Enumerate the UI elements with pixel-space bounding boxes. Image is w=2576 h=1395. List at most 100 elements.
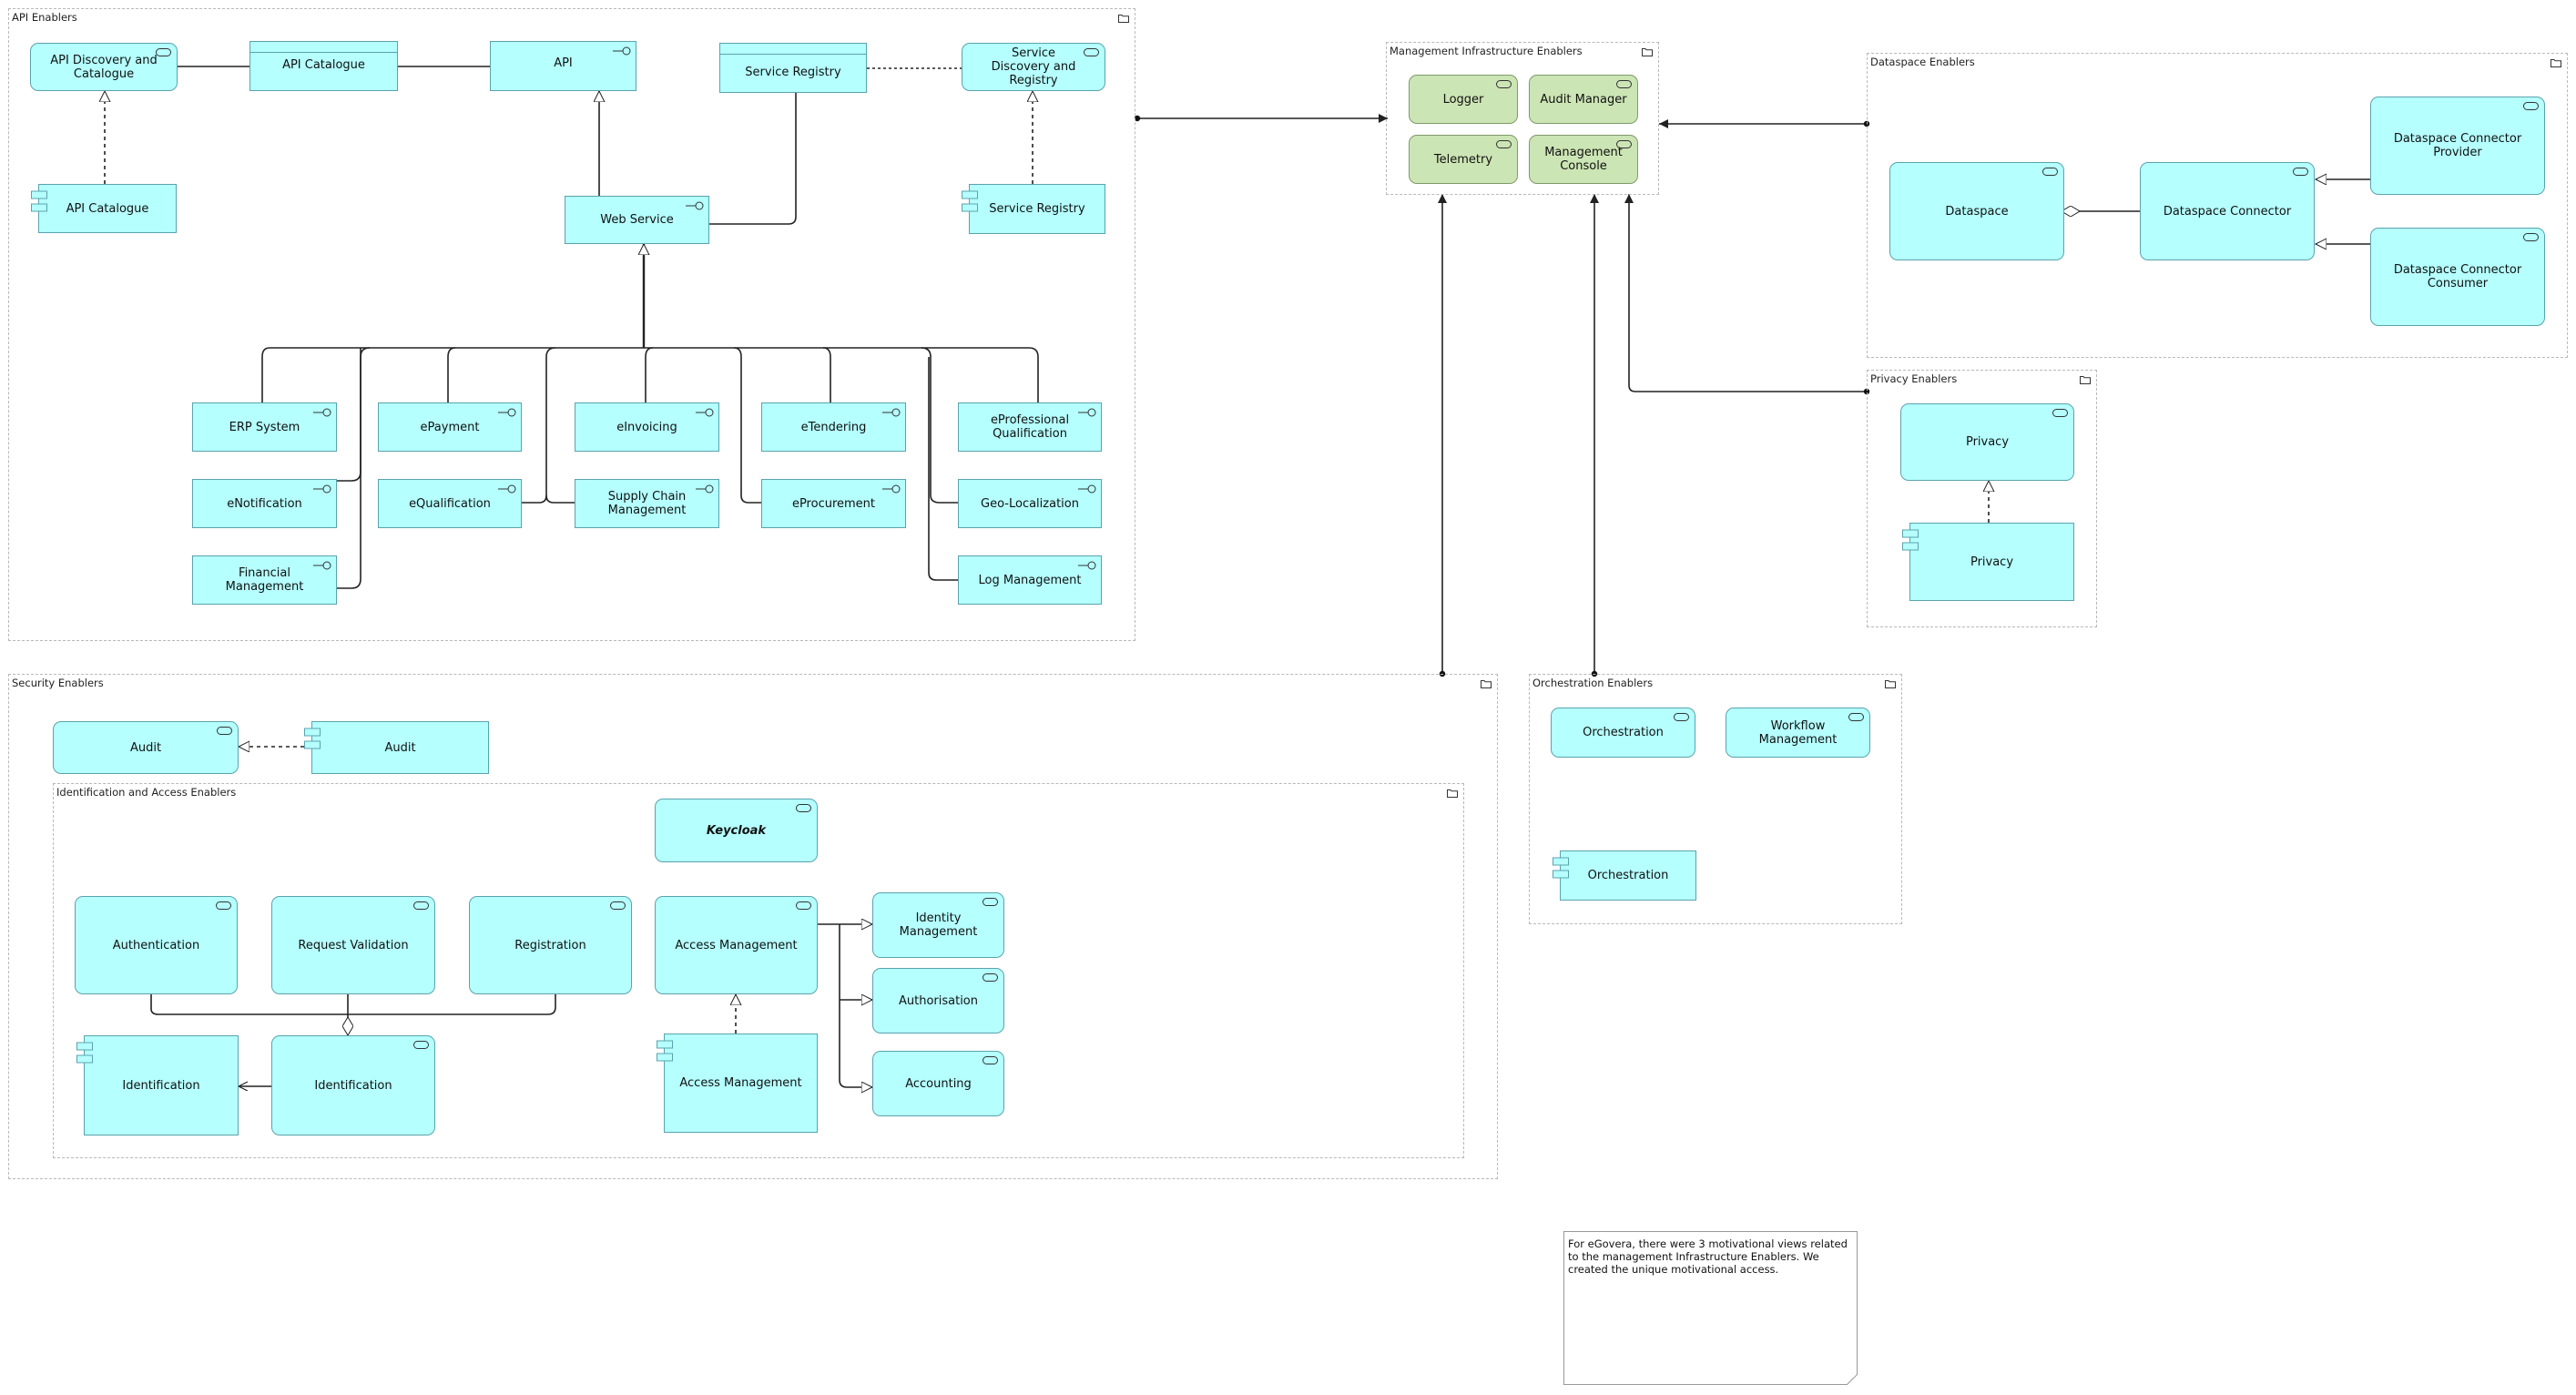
node-dataspace-connector-provider[interactable]: Dataspace Connector Provider (2370, 97, 2545, 195)
interface-icon (313, 561, 331, 570)
node-log-management[interactable]: Log Management (958, 555, 1102, 605)
node-enotification[interactable]: eNotification (192, 479, 337, 528)
component-icon (962, 190, 978, 212)
node-dataspace-connector[interactable]: Dataspace Connector (2140, 162, 2315, 260)
node-registration[interactable]: Registration (469, 896, 632, 994)
interface-icon (313, 484, 331, 494)
component-icon (76, 1042, 93, 1064)
note-motivational-views[interactable]: For eGovera, there were 3 motivational v… (1563, 1231, 1858, 1385)
node-web-service[interactable]: Web Service (565, 196, 709, 244)
interface-icon (1078, 484, 1096, 494)
interface-icon (1078, 561, 1096, 570)
folder-icon (1885, 680, 1896, 688)
group-title: Identification and Access Enablers (56, 786, 237, 799)
folded-corner (1847, 1374, 1858, 1385)
node-einvoicing[interactable]: eInvoicing (575, 402, 719, 452)
service-icon (1496, 80, 1512, 88)
group-management-infrastructure: Management Infrastructure Enablers (1386, 42, 1659, 195)
interface-icon (498, 408, 516, 417)
realization-branch-supplychain (545, 494, 575, 504)
node-supply-chain-management[interactable]: Supply Chain Management (575, 479, 719, 528)
node-logger[interactable]: Logger (1409, 75, 1518, 124)
group-title: Dataspace Enablers (1870, 56, 1975, 68)
realization-tree-bar (270, 347, 1039, 402)
service-icon (610, 901, 626, 910)
node-authentication[interactable]: Authentication (75, 896, 238, 994)
folder-icon (2080, 376, 2091, 384)
node-api-catalogue-object[interactable]: API Catalogue (249, 41, 398, 91)
node-epayment[interactable]: ePayment (378, 402, 522, 452)
interface-icon (613, 46, 631, 56)
group-identification-access: Identification and Access Enablers (53, 783, 1464, 1158)
node-telemetry[interactable]: Telemetry (1409, 135, 1518, 184)
node-identification-component[interactable]: Identification (76, 1035, 239, 1135)
node-etendering[interactable]: eTendering (761, 402, 906, 452)
component-icon (1553, 857, 1569, 879)
realization-branch-logmgmt (928, 357, 958, 581)
node-authorisation[interactable]: Authorisation (872, 968, 1004, 1034)
realization-branch-geolocalization (921, 347, 958, 504)
node-eprocurement[interactable]: eProcurement (761, 479, 906, 528)
node-api-interface[interactable]: API (490, 41, 636, 91)
node-identification-service[interactable]: Identification (271, 1035, 435, 1135)
node-eprofessional-qualification[interactable]: eProfessional Qualification (958, 402, 1102, 452)
interface-icon (696, 484, 714, 494)
node-access-management-service[interactable]: Access Management (655, 896, 818, 994)
node-geo-localization[interactable]: Geo-Localization (958, 479, 1102, 528)
service-icon (2052, 409, 2068, 417)
aggregation-identification (150, 994, 556, 1015)
group-title: API Enablers (12, 11, 77, 24)
interface-icon (313, 408, 331, 417)
node-api-discovery-and-catalogue[interactable]: API Discovery and Catalogue (30, 43, 178, 91)
specialization-tree-access (839, 924, 872, 1087)
realization-branch-einvoicing (645, 347, 654, 402)
node-service-registry-component[interactable]: Service Registry (962, 184, 1105, 234)
note-text: For eGovera, there were 3 motivational v… (1568, 1237, 1848, 1276)
interface-icon (686, 201, 704, 210)
service-icon (2293, 168, 2308, 176)
service-icon (2523, 102, 2539, 110)
service-icon (413, 1041, 429, 1049)
node-erp-system[interactable]: ERP System (192, 402, 337, 452)
component-icon (657, 1040, 673, 1062)
node-access-management-component[interactable]: Access Management (657, 1034, 818, 1133)
node-financial-management[interactable]: Financial Management (192, 555, 337, 605)
service-icon (1674, 713, 1689, 721)
service-icon (983, 1056, 998, 1064)
realization-branch-epayment (447, 347, 456, 402)
node-dataspace[interactable]: Dataspace (1889, 162, 2064, 260)
node-audit-manager[interactable]: Audit Manager (1529, 75, 1638, 124)
folder-icon (1118, 15, 1129, 23)
node-equalification[interactable]: eQualification (378, 479, 522, 528)
group-title: Security Enablers (12, 677, 104, 689)
realization-branch-etendering (822, 347, 831, 402)
node-identity-management[interactable]: Identity Management (872, 892, 1004, 958)
node-service-registry-object[interactable]: Service Registry (719, 43, 867, 93)
node-privacy-service[interactable]: Privacy (1900, 403, 2074, 481)
flow-privacy-to-management (1624, 194, 1870, 395)
node-management-console[interactable]: Management Console (1529, 135, 1638, 184)
node-service-discovery-and-registry[interactable]: Service Discovery and Registry (962, 43, 1105, 91)
service-icon (1848, 713, 1864, 721)
service-icon (216, 901, 231, 910)
node-audit-service[interactable]: Audit (53, 721, 239, 774)
group-security-enablers: Security Enablers (8, 674, 1498, 1179)
node-workflow-management[interactable]: Workflow Management (1726, 708, 1870, 758)
node-orchestration-service[interactable]: Orchestration (1551, 708, 1695, 758)
node-keycloak[interactable]: Keycloak (655, 799, 818, 862)
node-api-catalogue-component[interactable]: API Catalogue (31, 184, 177, 233)
node-request-validation[interactable]: Request Validation (271, 896, 435, 994)
group-title: Management Infrastructure Enablers (1390, 45, 1583, 57)
node-privacy-component[interactable]: Privacy (1902, 523, 2074, 601)
node-orchestration-component[interactable]: Orchestration (1553, 850, 1696, 901)
group-title: Privacy Enablers (1870, 372, 1958, 385)
node-accounting[interactable]: Accounting (872, 1051, 1004, 1116)
service-icon (156, 48, 171, 56)
service-icon (1616, 80, 1632, 88)
node-dataspace-connector-consumer[interactable]: Dataspace Connector Consumer (2370, 228, 2545, 326)
realization-branch-financial (337, 348, 361, 589)
node-audit-component[interactable]: Audit (304, 721, 489, 774)
interface-icon (882, 484, 901, 494)
interface-icon (882, 408, 901, 417)
